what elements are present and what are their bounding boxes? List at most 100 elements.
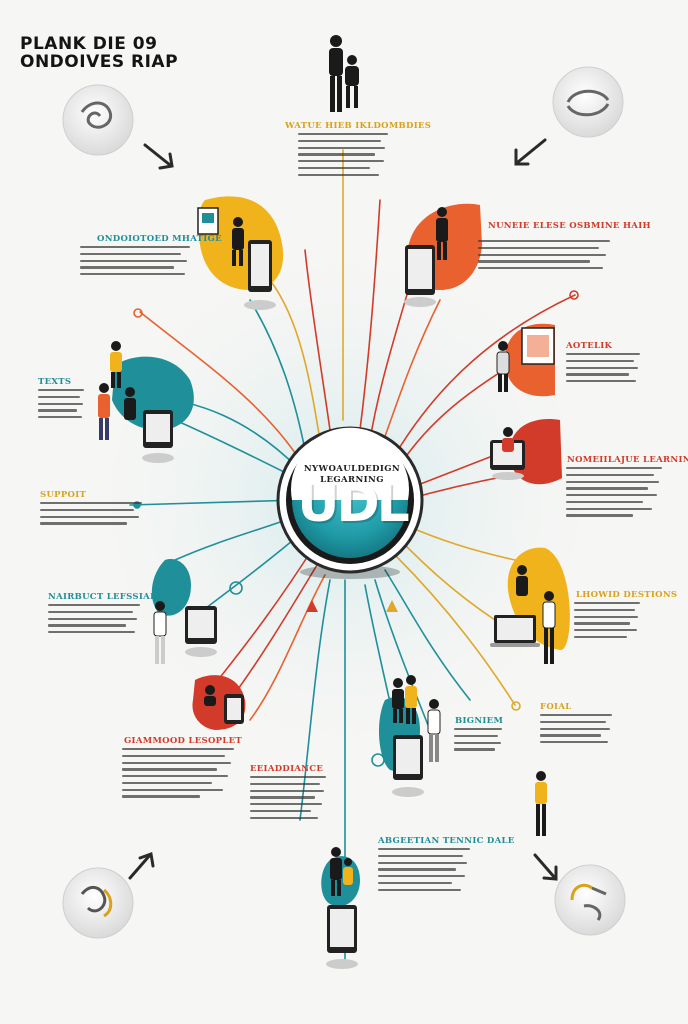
section-text-right-1: [478, 240, 610, 274]
text-line: [48, 624, 127, 627]
section-heading-center-2: EEIADDIANCE: [250, 764, 324, 774]
text-line: [478, 246, 600, 249]
text-line: [38, 389, 84, 392]
section-heading-right-5: FOIAL: [540, 702, 572, 712]
section-heading-left-1: ONDOIOTOED MHATIGE: [97, 234, 222, 244]
text-line: [40, 508, 134, 511]
scroll-knot-icon[interactable]: [62, 84, 134, 156]
laptop-icon: [490, 615, 540, 647]
section-text-top-center: [298, 133, 388, 180]
text-line: [48, 604, 140, 607]
text-line: [122, 761, 231, 764]
text-line: [566, 500, 643, 504]
text-line: [478, 267, 604, 270]
text-line: [48, 610, 133, 613]
text-line: [566, 353, 640, 356]
swirl-arrow-icon[interactable]: [554, 864, 626, 936]
section-heading-bottom: ABGEETIAN TENNIC DALE: [378, 836, 515, 846]
section-text-right-3: [566, 467, 662, 521]
text-line: [540, 727, 610, 730]
hub-title: UDL: [297, 474, 410, 534]
text-line: [454, 728, 502, 731]
text-line: [250, 789, 324, 792]
text-line: [298, 139, 381, 142]
hub-label-line2: LEGARNING: [320, 475, 384, 485]
corner-arrows: [128, 138, 558, 881]
chain-link-icon[interactable]: [552, 66, 624, 138]
person-figure: [343, 858, 353, 885]
text-line: [378, 875, 466, 878]
person-figure: [436, 207, 448, 260]
text-line: [566, 467, 662, 470]
person-figure: [535, 771, 547, 836]
text-line: [122, 748, 234, 751]
text-line: [566, 487, 648, 490]
tablet-icon: [224, 694, 244, 724]
monitor-icon: [490, 440, 525, 480]
person-figure: [124, 387, 136, 420]
tablet-icon: [244, 240, 276, 310]
text-line: [540, 734, 602, 737]
section-text-right-4: [574, 602, 640, 643]
hub-label-line1: NYWOAULDEDIGN: [303, 464, 401, 474]
section-text-left-1: [80, 246, 190, 280]
person-figure: [542, 591, 556, 664]
corner-button-bl: [62, 867, 134, 939]
section-heading-left-5: GIAMMOOD LESOPLET: [124, 736, 243, 746]
corner-button-br: [554, 864, 626, 936]
monitor-icon: [142, 410, 174, 463]
section-heading-right-1: NUNEIE ELESE OSBMINE HAIH: [488, 221, 651, 231]
corner-button-tl: [62, 84, 134, 156]
text-line: [566, 473, 655, 476]
person-figure: [405, 675, 417, 724]
section-heading-right-2: AOTELIK: [566, 341, 613, 351]
tablet-icon: [404, 245, 436, 307]
text-line: [478, 240, 610, 243]
section-text-right-5: [540, 714, 612, 748]
sign-board-icon: [197, 207, 219, 235]
text-line: [122, 781, 212, 785]
person-figure: [232, 217, 244, 266]
section-heading-left-3: SUPPOIT: [40, 490, 87, 500]
person-figure: [204, 685, 216, 706]
section-text-center-2: [250, 776, 326, 823]
person-figure: [329, 35, 343, 112]
easel-board-icon: [521, 327, 555, 365]
text-line: [250, 816, 319, 819]
section-text-left-5: [122, 748, 234, 802]
text-line: [574, 608, 635, 611]
person-figure: [330, 847, 342, 896]
person-figure: [110, 341, 122, 388]
person-figure: [153, 601, 167, 664]
section-text-left-3: [40, 502, 142, 529]
section-text-bottom: [378, 848, 470, 895]
text-line: [250, 803, 323, 806]
udl-hub: [276, 426, 424, 579]
text-line: [48, 631, 136, 634]
text-line: [378, 848, 470, 851]
text-line: [298, 153, 375, 156]
arrow-heads: [306, 600, 398, 612]
section-heading-top-center: WATUE HIEB IKLDOMBDIES: [285, 121, 432, 131]
text-line: [454, 741, 501, 744]
poster-title-line2: ONDOIVES RIAP: [20, 52, 179, 72]
text-line: [80, 273, 185, 276]
text-line: [38, 402, 83, 405]
text-line: [378, 888, 461, 891]
tablet-icon: [392, 735, 424, 797]
text-line: [540, 714, 612, 717]
text-line: [298, 133, 388, 136]
section-text-left-4: [48, 604, 140, 638]
text-line: [566, 480, 660, 483]
text-line: [566, 507, 653, 510]
scroll-knot-icon[interactable]: [62, 867, 134, 939]
person-figure: [502, 427, 514, 452]
text-line: [298, 146, 386, 149]
text-line: [540, 720, 607, 723]
text-line: [250, 782, 320, 785]
text-line: [454, 734, 499, 737]
section-heading-left-4: NAIRBUCT LEFSSIALE: [48, 592, 164, 602]
text-line: [38, 395, 81, 398]
